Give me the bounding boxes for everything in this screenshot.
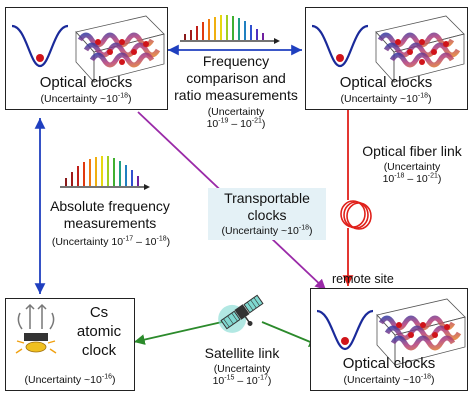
optical-lattice-icon xyxy=(375,15,465,84)
transportable-clocks-label: Transportable clocks (Uncertainty ~10-18… xyxy=(208,188,326,240)
node-uncertainty: (Uncertainty ~10-18) xyxy=(343,373,435,387)
satellite-icon xyxy=(218,294,264,333)
frequency-comb-icon xyxy=(180,15,280,44)
remote-site-label: remote site xyxy=(332,272,394,286)
potential-well-icon xyxy=(316,309,374,351)
optical-lattice-icon xyxy=(376,298,466,367)
optical-lattice-icon xyxy=(75,15,165,84)
node-title: Optical clocks xyxy=(39,74,133,91)
node-title: Optical clocks xyxy=(339,74,433,91)
node-uncertainty: (Uncertainty ~10-18) xyxy=(340,92,432,106)
frequency-comb-icon xyxy=(60,156,150,190)
optical-clock-node-top-left: Optical clocks (Uncertainty ~10-18) xyxy=(5,7,168,110)
absolute-frequency-label: Absolute frequency measurements xyxy=(50,198,170,231)
potential-well-icon xyxy=(11,24,69,68)
cesium-atom-icon xyxy=(15,303,57,354)
cesium-clock-node: Cs atomic clock (Uncertainty ~10-16) xyxy=(5,298,135,391)
frequency-comparison-label: Frequency comparison and ratio measureme… xyxy=(174,53,298,103)
frequency-comparison-uncertainty: (Uncertainty 10-19 – 10-21) xyxy=(206,106,266,130)
potential-well-icon xyxy=(311,24,369,68)
satellite-link-uncertainty: (Uncertainty 10-15 – 10-17) xyxy=(212,363,272,387)
optical-clock-node-bottom-right: Optical clocks (Uncertainty ~10-18) xyxy=(310,288,468,391)
optical-clock-node-top-right: Optical clocks (Uncertainty ~10-18) xyxy=(305,7,468,110)
cesium-title: Cs atomic clock xyxy=(76,304,122,359)
satellite-link-label: Satellite link xyxy=(204,345,280,361)
node-uncertainty: (Uncertainty ~10-18) xyxy=(40,92,132,106)
fiber-link-label: Optical fiber link xyxy=(362,143,462,159)
absolute-frequency-uncertainty: (Uncertainty 10-17 – 10-18) xyxy=(51,235,171,249)
node-title: Optical clocks xyxy=(342,355,436,372)
node-uncertainty: (Uncertainty ~10-16) xyxy=(24,373,116,387)
satellite-link-left xyxy=(133,321,223,345)
fiber-coil-icon xyxy=(340,200,372,230)
fiber-link-uncertainty: (Uncertainty 10-18 – 10-21) xyxy=(382,161,442,185)
